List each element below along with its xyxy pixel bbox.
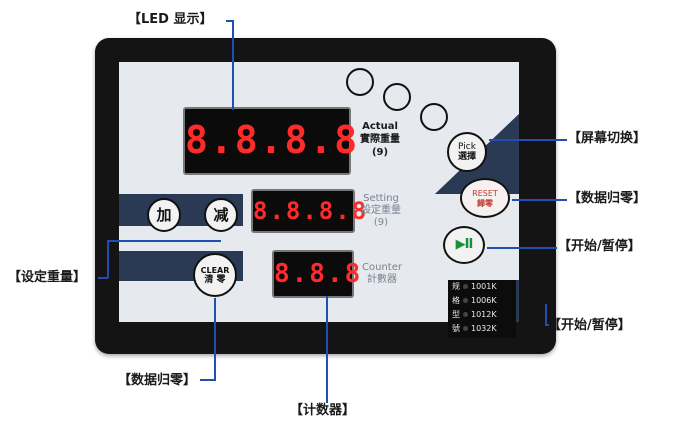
leader-set-h — [98, 277, 108, 279]
model-code: 1032K — [471, 324, 497, 333]
pick-button-label-en: Pick — [458, 142, 476, 152]
leader-clear-v — [214, 298, 216, 381]
leader-reset — [512, 199, 567, 201]
indicator-ring-1 — [346, 68, 374, 96]
leader-set-h2 — [107, 240, 221, 242]
leader-pick — [489, 139, 567, 141]
callout-led-display: 【LED 显示】 — [128, 12, 213, 27]
reset-button-label-cn: 歸零 — [477, 199, 493, 208]
model-dot — [463, 297, 468, 303]
leader-start-2-v — [545, 304, 547, 326]
pick-button[interactable]: Pick 選擇 — [447, 132, 487, 172]
callout-counter: 【计数器】 — [290, 403, 356, 418]
model-code: 1006K — [471, 296, 497, 305]
actual-label-en: Actual — [362, 121, 398, 132]
callout-data-reset-bottom: 【数据归零】 — [118, 373, 197, 388]
model-prefix: 號 — [452, 324, 460, 333]
model-legend-row: 格 1006K — [452, 294, 516, 308]
indicator-ring-2 — [383, 83, 411, 111]
leader-led-v — [232, 20, 234, 110]
start-pause-button[interactable]: ▶II — [443, 226, 485, 264]
model-legend: 规 1001K 格 1006K 型 1012K 號 1032K — [448, 280, 516, 338]
actual-unit: (9) — [371, 147, 389, 158]
leader-clear-h — [200, 379, 216, 381]
model-legend-row: 號 1032K — [452, 322, 516, 336]
model-prefix: 规 — [452, 282, 460, 291]
setting-unit: (9) — [373, 217, 389, 228]
counter-label-en: Counter — [362, 262, 402, 273]
leader-start-1 — [487, 247, 557, 249]
reset-button-label-en: RESET — [472, 189, 498, 198]
actual-label-cn: 實際重量 — [360, 134, 400, 145]
model-prefix: 型 — [452, 310, 460, 319]
setting-label-cn: 設定重量 — [361, 205, 401, 216]
clear-button[interactable]: CLEAR 清 零 — [193, 253, 237, 297]
plus-button[interactable]: 加 — [147, 198, 181, 232]
clear-button-label-en: CLEAR — [200, 266, 230, 275]
callout-start-pause-2: 【开始/暂停】 — [548, 318, 631, 333]
setting-label-en: Setting — [363, 193, 399, 204]
clear-button-label-cn: 清 零 — [204, 275, 226, 285]
pick-button-label-cn: 選擇 — [457, 152, 476, 162]
model-dot — [463, 311, 468, 317]
counter-label-cn: 計數器 — [367, 274, 397, 285]
model-dot — [463, 325, 468, 331]
callout-data-reset-right: 【数据归零】 — [568, 191, 647, 206]
model-prefix: 格 — [452, 296, 460, 305]
setting-weight-display: 8.8.8.8 — [251, 189, 366, 233]
callout-start-pause-1: 【开始/暂停】 — [558, 239, 641, 254]
callout-screen-switch: 【屏幕切换】 — [568, 131, 647, 146]
model-legend-row: 规 1001K — [452, 280, 516, 294]
callout-set-weight: 【设定重量】 — [8, 270, 87, 285]
leader-start-2-h — [545, 324, 549, 326]
minus-button[interactable]: 减 — [204, 198, 238, 232]
model-dot — [463, 283, 468, 289]
actual-weight-display: 8.8.8.8 — [183, 107, 357, 175]
leader-led-h — [226, 20, 234, 22]
model-code: 1012K — [471, 310, 497, 319]
model-legend-row: 型 1012K — [452, 308, 516, 322]
indicator-ring-3 — [420, 103, 448, 131]
model-code: 1001K — [471, 282, 497, 291]
counter-display: 8.8.8 — [272, 250, 360, 298]
leader-counter-v — [326, 296, 328, 403]
reset-button[interactable]: RESET 歸零 — [460, 178, 510, 218]
leader-set-v — [107, 240, 109, 278]
